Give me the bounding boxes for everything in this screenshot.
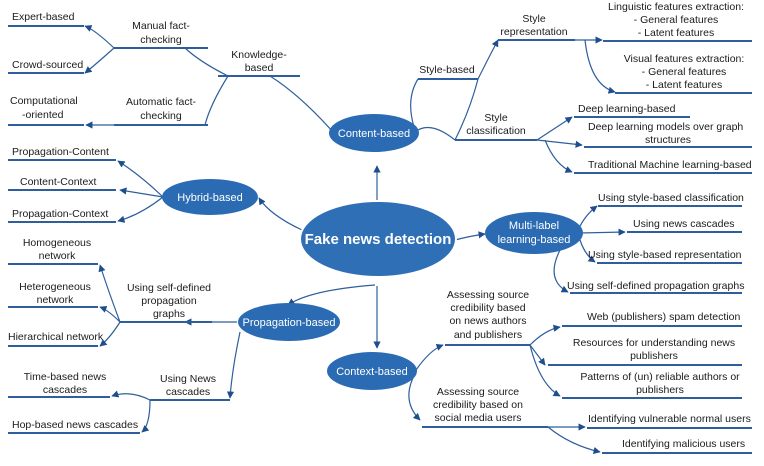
time-based-line2: cascades	[43, 384, 87, 396]
multi-label-item: Using news cascades	[633, 218, 735, 230]
social-line2: credibility based on	[433, 399, 523, 411]
multi-label-line1: Multi-label	[509, 220, 559, 232]
hop-based-label: Hop-based news cascades	[12, 419, 138, 431]
hybrid-item: Propagation-Context	[12, 208, 108, 220]
connector-lines	[8, 25, 752, 455]
knowledge-based-line2: based	[245, 62, 274, 74]
hybrid-item: Propagation-Content	[12, 146, 109, 158]
style-based-label: Style-based	[419, 64, 475, 76]
spam-detection-label: Web (publishers) spam detection	[587, 311, 740, 323]
expert-based-label: Expert-based	[12, 11, 75, 23]
vulnerable-users-label: Identifying vulnerable normal users	[588, 413, 751, 425]
hybrid-item: Content-Context	[20, 176, 97, 188]
self-defined-line3: graphs	[153, 308, 185, 320]
hybrid-based-label: Hybrid-based	[177, 192, 242, 204]
propagation-based-label: Propagation-based	[243, 317, 336, 329]
center-label: Fake news detection	[305, 231, 452, 248]
multi-label-item: Using style-based classification	[598, 192, 744, 204]
content-based-node: Content-based	[329, 114, 419, 152]
authors-line4: and publishers	[454, 329, 522, 341]
heterogeneous-line2: network	[37, 294, 75, 306]
linguistic-line1: Linguistic features extraction:	[608, 1, 744, 13]
propagation-based-node: Propagation-based	[238, 303, 340, 341]
patterns-line2: publishers	[636, 384, 684, 396]
resources-line1: Resources for understanding news	[573, 337, 735, 349]
traditional-ml-label: Traditional Machine learning-based	[588, 159, 752, 171]
content-based-label: Content-based	[338, 128, 410, 140]
authors-line3: on news authors	[449, 315, 526, 327]
style-representation-line2: representation	[500, 26, 567, 38]
malicious-users-label: Identifying malicious users	[622, 438, 745, 450]
authors-line2: credibility based	[450, 302, 525, 314]
deep-learning-label: Deep learning-based	[578, 103, 676, 115]
multi-label-item: Using self-defined propagation graphs	[567, 280, 744, 292]
hierarchical-label: Hierarchical network	[8, 331, 104, 343]
visual-line1: Visual features extraction:	[624, 53, 745, 65]
visual-line3: - Latent features	[646, 79, 722, 91]
heterogeneous-line1: Heterogeneous	[19, 281, 91, 293]
crowd-sourced-label: Crowd-sourced	[12, 59, 83, 71]
knowledge-based-line1: Knowledge-	[231, 49, 287, 61]
homogeneous-line1: Homogeneous	[23, 237, 91, 249]
news-cascades-line2: cascades	[166, 386, 210, 398]
context-based-node: Context-based	[327, 352, 417, 390]
deep-graph-line2: structures	[645, 134, 691, 146]
self-defined-line1: Using self-defined	[127, 282, 211, 294]
computational-line1: Computational	[10, 95, 78, 107]
computational-line2: -oriented	[22, 109, 64, 121]
social-line1: Assessing source	[437, 386, 519, 398]
multi-label-item: Using style-based representation	[588, 249, 742, 261]
automatic-fact-checking-line2: checking	[140, 110, 182, 122]
linguistic-line3: - Latent features	[638, 27, 714, 39]
patterns-line1: Patterns of (un) reliable authors or	[580, 371, 740, 383]
authors-line1: Assessing source	[447, 289, 529, 301]
homogeneous-line2: network	[39, 250, 77, 262]
social-line3: social media users	[435, 412, 522, 424]
style-classification-line1: Style	[484, 112, 508, 124]
self-defined-line2: propagation	[141, 295, 197, 307]
resources-line2: publishers	[630, 350, 678, 362]
hybrid-based-node: Hybrid-based	[162, 179, 258, 215]
deep-graph-line1: Deep learning models over graph	[588, 121, 743, 133]
multi-label-line2: learning-based	[498, 234, 571, 246]
manual-fact-checking-line1: Manual fact-	[132, 20, 190, 32]
context-based-label: Context-based	[336, 366, 408, 378]
automatic-fact-checking-line1: Automatic fact-	[126, 96, 197, 108]
style-classification-line2: classification	[466, 125, 526, 137]
multi-label-node: Multi-label learning-based	[485, 212, 583, 254]
center-node: Fake news detection	[299, 200, 457, 278]
linguistic-line2: - General features	[634, 14, 719, 26]
time-based-line1: Time-based news	[24, 371, 106, 383]
style-representation-line1: Style	[522, 13, 546, 25]
news-cascades-line1: Using News	[160, 373, 216, 385]
manual-fact-checking-line2: checking	[140, 34, 182, 46]
visual-line2: - General features	[642, 66, 727, 78]
